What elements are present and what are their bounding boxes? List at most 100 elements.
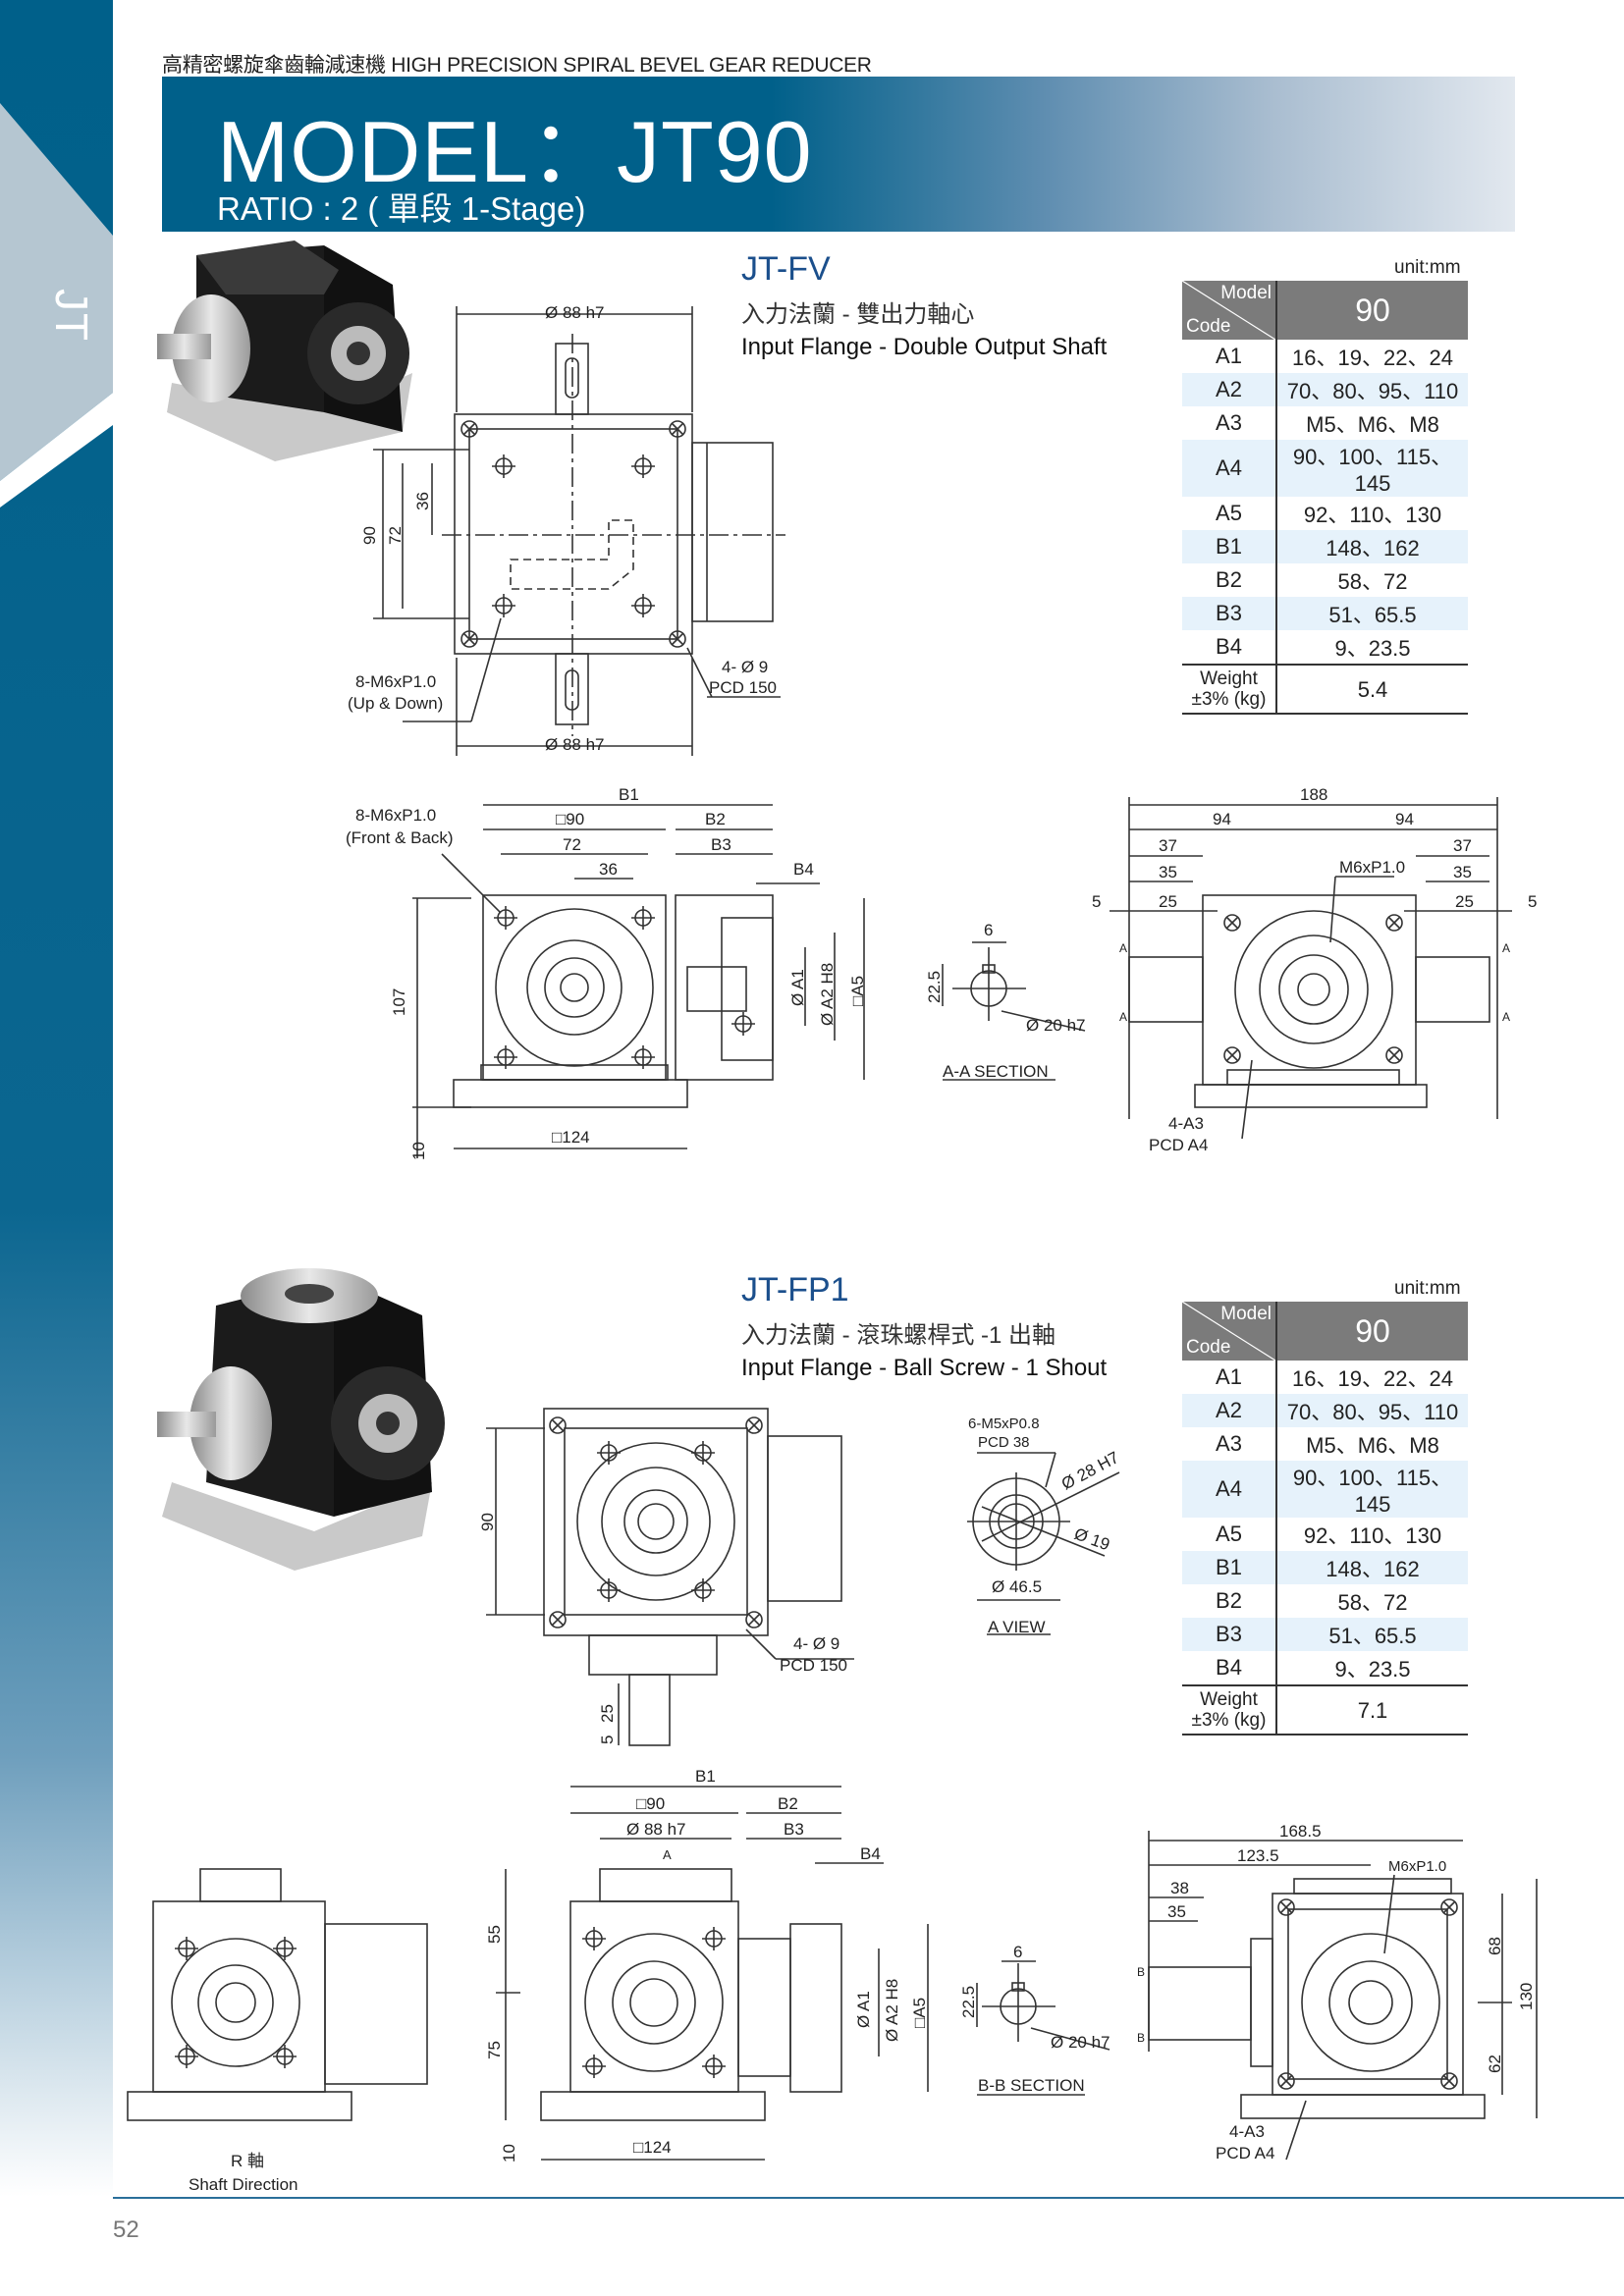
- section-marker: A: [1502, 1010, 1510, 1024]
- code-cell: A5: [1182, 1518, 1277, 1551]
- dim-label: 36: [599, 860, 618, 879]
- weight-row: Weight±3% (kg)5.4: [1182, 664, 1468, 715]
- dim-label: 90: [478, 1513, 497, 1531]
- dim-label: 72: [386, 526, 405, 545]
- dim-label: 4-A3: [1229, 2122, 1265, 2141]
- tapped-hole-icon: [175, 1937, 198, 1960]
- model-banner: MODEL：JT90 RATIO : 2 ( 單段 1-Stage): [162, 77, 1515, 232]
- dim-label: Ø 88 h7: [626, 1820, 686, 1839]
- bolt-hole-icon: [1223, 1046, 1241, 1064]
- value-cell: 92、110、130: [1303, 1523, 1442, 1548]
- fv-side-view: [1110, 797, 1512, 1140]
- section-code: JT-FV: [741, 250, 831, 288]
- section-marker: A: [1119, 1010, 1127, 1024]
- section-marker: A: [1502, 941, 1510, 955]
- chapter-sidebar: JT: [0, 0, 113, 2197]
- view-caption: B-B SECTION: [978, 2076, 1085, 2095]
- dim-label: 188: [1300, 785, 1327, 804]
- tapped-hole-icon: [582, 2055, 606, 2078]
- dim-label: PCD A4: [1216, 2144, 1274, 2163]
- section-title-zh: 入力法蘭 - 雙出力軸心: [741, 301, 975, 328]
- model-title: MODEL：JT90: [217, 103, 813, 200]
- weight-value: 7.1: [1276, 1684, 1468, 1735]
- bolt-hole-icon: [669, 420, 686, 438]
- dim-label: B2: [778, 1794, 798, 1813]
- dim-label: □90: [556, 810, 584, 828]
- bolt-hole-icon: [745, 1611, 763, 1629]
- dim-label: 37: [1159, 836, 1177, 855]
- model-label: Model: [1220, 283, 1272, 303]
- value-cell: 51、65.5: [1276, 597, 1468, 630]
- chapter-tab-shape: [0, 103, 113, 507]
- dim-label: □A5: [910, 1998, 929, 2028]
- dim-label: Ø 20 h7: [1026, 1016, 1086, 1035]
- table-row: A3 M5、M6、M8: [1182, 1427, 1468, 1461]
- dim-label: □A5: [848, 976, 867, 1006]
- dim-label: (Front & Back): [346, 828, 454, 847]
- dim-label: □124: [633, 2138, 672, 2157]
- dim-label: 25: [598, 1704, 617, 1723]
- dim-label: 4- Ø 9: [793, 1634, 839, 1653]
- view-caption: Shaft Direction: [189, 2175, 298, 2194]
- dim-label: 5: [1528, 892, 1537, 911]
- dim-label: B2: [705, 810, 726, 828]
- dim-label: 5: [598, 1735, 617, 1744]
- value-cell: 9、23.5: [1334, 1657, 1411, 1682]
- tapped-hole-icon: [582, 1927, 606, 1950]
- ratio-subtitle: RATIO : 2 ( 單段 1-Stage): [217, 190, 586, 227]
- dim-label: 35: [1453, 863, 1472, 881]
- bolt-hole-icon: [1385, 1046, 1403, 1064]
- dim-label: 130: [1517, 1983, 1536, 2010]
- code-cell: A4: [1182, 1461, 1277, 1518]
- tapped-hole-icon: [702, 2055, 726, 2078]
- section-marker: B: [1137, 1965, 1145, 1979]
- dim-label: 10: [500, 2144, 518, 2163]
- bolt-hole-icon: [1440, 1898, 1458, 1916]
- weight-label: Weight: [1200, 1689, 1258, 1710]
- section-title-en: Input Flange - Double Output Shaft: [741, 334, 1108, 360]
- bolt-hole-icon: [1277, 1898, 1295, 1916]
- section-marker: B: [1137, 2031, 1145, 2045]
- dim-label: □124: [552, 1128, 590, 1147]
- dim-label: 55: [485, 1925, 504, 1944]
- dim-label: 25: [1455, 892, 1474, 911]
- dim-label: Ø A1: [788, 969, 807, 1006]
- bolt-hole-icon: [1385, 914, 1403, 932]
- code-cell: A3: [1182, 1427, 1277, 1461]
- value-cell: M5、M6、M8: [1306, 1433, 1439, 1458]
- dim-label: B4: [860, 1844, 881, 1863]
- code-cell: A2: [1182, 1394, 1277, 1427]
- tapped-hole-icon: [273, 2045, 297, 2068]
- tapped-hole-icon: [631, 454, 655, 478]
- dim-label: 4- Ø 9: [722, 658, 768, 676]
- weight-value: 5.4: [1276, 664, 1468, 715]
- value-cell: 51、65.5: [1276, 1618, 1468, 1651]
- dim-label: PCD 38: [978, 1434, 1030, 1451]
- tapped-hole-icon: [494, 1045, 517, 1069]
- dim-label: PCD 150: [780, 1656, 847, 1675]
- dim-label: 4-A3: [1168, 1114, 1204, 1133]
- tapped-hole-icon: [273, 1937, 297, 1960]
- dim-label: 8-M6xP1.0: [355, 806, 436, 825]
- weight-tolerance-label: ±3% (kg): [1191, 1710, 1267, 1731]
- code-label: Code: [1186, 316, 1231, 337]
- dim-label: 35: [1167, 1902, 1186, 1921]
- dim-label: 22.5: [925, 971, 944, 1003]
- dim-label: 6: [1013, 1943, 1022, 1961]
- weight-row: Weight±3% (kg) 7.1: [1182, 1684, 1468, 1735]
- dim-label: 25: [1159, 892, 1177, 911]
- dim-label: Ø 88 h7: [545, 735, 605, 754]
- bolt-hole-icon: [549, 1611, 567, 1629]
- value-cell: 90、100、115、145: [1276, 440, 1468, 497]
- dim-label: 37: [1453, 836, 1472, 855]
- dim-label: B3: [784, 1820, 804, 1839]
- code-cell: A5: [1182, 497, 1277, 530]
